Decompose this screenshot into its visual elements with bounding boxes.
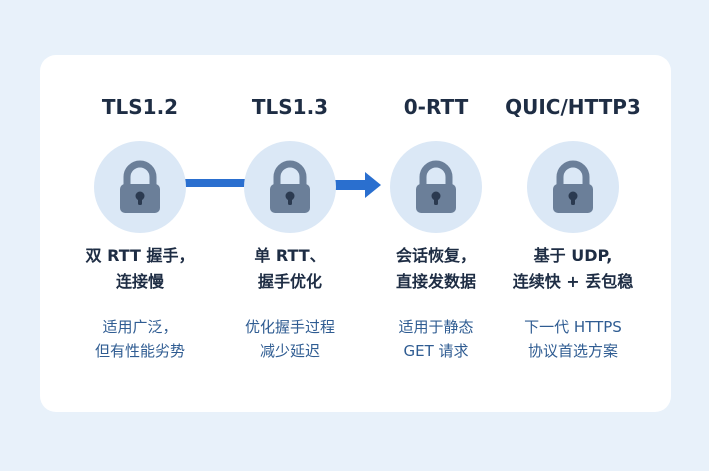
- stage-description: 优化握手过程 减少延迟: [210, 315, 370, 363]
- lock-badge: [527, 141, 619, 233]
- headline-line: 握手优化: [257, 272, 322, 291]
- stage-title: TLS1.3: [251, 95, 329, 119]
- connector-line-1-2: [182, 179, 252, 187]
- headline-line: 基于 UDP,: [533, 246, 613, 265]
- stage-description: 适用广泛， 但有性能劣势: [60, 315, 220, 363]
- stage-headline: 会话恢复， 直接发数据: [356, 243, 516, 295]
- stage-title: QUIC/HTTP3: [505, 95, 641, 119]
- description-line: GET 请求: [403, 342, 469, 360]
- description-line: 优化握手过程: [244, 318, 335, 336]
- stage-title: 0-RTT: [403, 95, 469, 119]
- stage-headline: 基于 UDP, 连续快 + 丢包稳: [493, 243, 653, 295]
- description-line: 协议首选方案: [527, 342, 618, 360]
- headline-line: 会话恢复，: [395, 246, 476, 265]
- description-line: 减少延迟: [259, 342, 320, 360]
- diagram-card: TLS1.2 双 RTT 握手， 连接慢 适用广泛， 但有性能劣势 TLS1.3: [40, 55, 671, 412]
- headline-line: 直接发数据: [395, 272, 476, 291]
- stage-title: TLS1.2: [101, 95, 179, 119]
- lock-icon: [416, 160, 456, 213]
- lock-icon: [553, 160, 593, 213]
- description-line: 下一代 HTTPS: [524, 318, 622, 336]
- lock-icon: [120, 160, 160, 213]
- description-line: 适用于静态: [398, 318, 474, 336]
- lock-icon: [270, 160, 310, 213]
- headline-line: 连续快 + 丢包稳: [512, 272, 634, 291]
- stage-headline: 单 RTT、 握手优化: [210, 243, 370, 295]
- headline-line: 单 RTT、: [254, 246, 326, 265]
- arrow-right-icon: [335, 172, 381, 198]
- lock-badge: [390, 141, 482, 233]
- stage-headline: 双 RTT 握手， 连接慢: [60, 243, 220, 295]
- headline-line: 双 RTT 握手，: [85, 246, 195, 265]
- stage-description: 下一代 HTTPS 协议首选方案: [493, 315, 653, 363]
- description-line: 适用广泛，: [102, 318, 178, 336]
- headline-line: 连接慢: [115, 272, 164, 291]
- description-line: 但有性能劣势: [94, 342, 185, 360]
- lock-badge: [94, 141, 186, 233]
- lock-badge: [244, 141, 336, 233]
- stage-description: 适用于静态 GET 请求: [356, 315, 516, 363]
